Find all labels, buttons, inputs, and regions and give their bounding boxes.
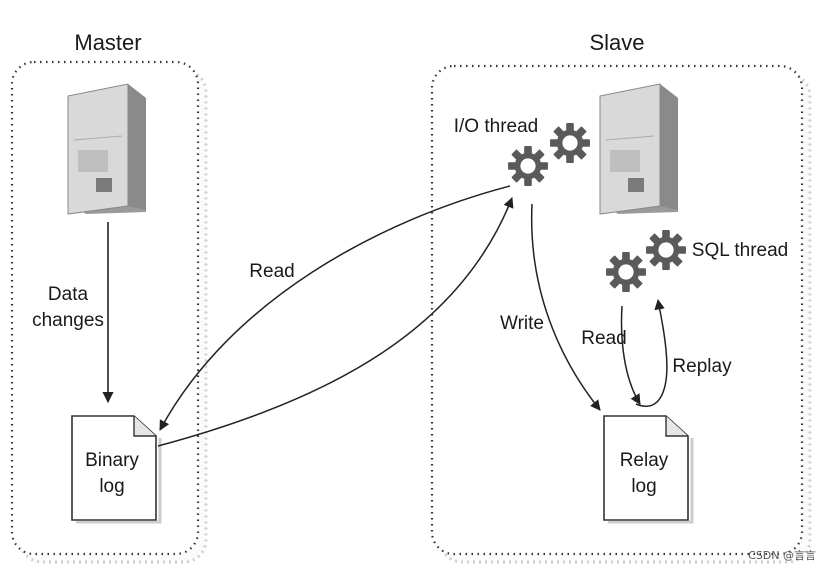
relay-log-label-line2: log	[631, 476, 656, 497]
data-changes-label-line2: changes	[32, 310, 104, 331]
slave-title: Slave	[589, 30, 644, 55]
slave-box	[430, 64, 812, 564]
read-arc-lower	[157, 197, 514, 447]
binary-log-document	[71, 415, 162, 524]
slave-server-icon	[599, 83, 678, 215]
binary-log-label-line2: log	[99, 476, 124, 497]
replay-arrow	[635, 298, 668, 407]
relay-log-label-line1: Relay	[620, 450, 669, 471]
watermark: CSDN @言言	[748, 549, 816, 562]
read-label: Read	[249, 261, 294, 282]
sql-thread-label: SQL thread	[692, 240, 788, 261]
read-relay-label: Read	[581, 328, 626, 349]
replay-label: Replay	[672, 356, 732, 377]
io-thread-label: I/O thread	[454, 116, 539, 137]
read-relay-arrow	[620, 305, 641, 405]
relay-log-document	[603, 415, 694, 524]
write-arrow	[530, 203, 601, 411]
read-arc-upper	[159, 185, 511, 431]
data-changes-label-line1: Data	[48, 284, 89, 305]
write-label: Write	[500, 313, 544, 334]
binary-log-label-line1: Binary	[85, 450, 139, 471]
master-title: Master	[74, 30, 141, 55]
master-server-icon	[67, 83, 146, 215]
